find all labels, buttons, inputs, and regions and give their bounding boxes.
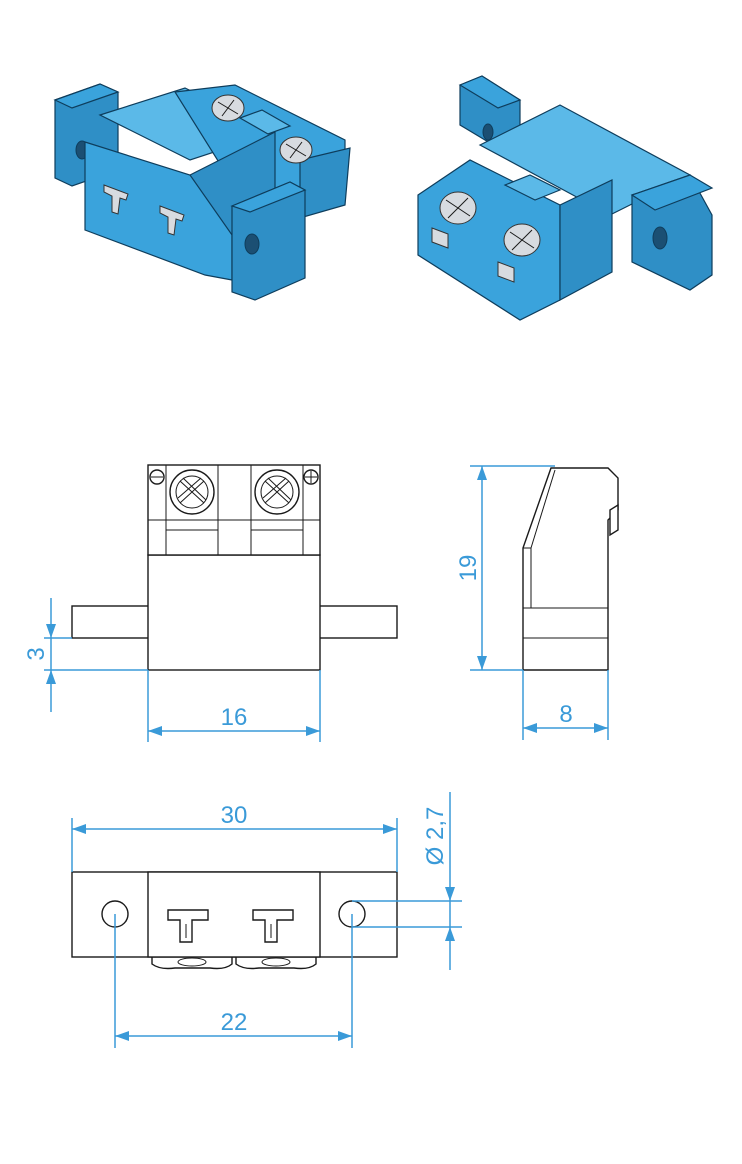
top-view xyxy=(71,871,398,970)
screw-icon xyxy=(169,469,215,515)
dim-label-height: 19 xyxy=(455,555,482,582)
socket-pin-icon xyxy=(103,184,129,215)
side-view xyxy=(522,467,619,671)
screw-icon xyxy=(254,469,300,515)
dim-body-width xyxy=(147,670,321,742)
socket-pin-icon xyxy=(252,909,294,943)
dim-label-depth: 8 xyxy=(559,701,572,728)
socket-pin-icon xyxy=(167,909,209,943)
dim-label-hole-spacing: 22 xyxy=(221,1009,248,1036)
dim-height xyxy=(470,465,555,671)
screw-icon xyxy=(439,191,477,225)
dim-hole-diameter xyxy=(352,792,462,970)
iso-view-rear xyxy=(417,75,714,321)
front-view xyxy=(71,464,398,671)
dim-label-flange-thickness: 3 xyxy=(23,647,50,660)
dim-flange-thickness xyxy=(44,598,148,712)
dim-label-body-width: 16 xyxy=(221,704,248,731)
dim-depth xyxy=(522,670,609,740)
dim-overall-length xyxy=(71,818,398,872)
screw-icon xyxy=(503,223,541,257)
socket-pin-icon xyxy=(159,205,185,236)
iso-view-front xyxy=(53,83,351,301)
dim-label-overall-length: 30 xyxy=(221,802,248,829)
dim-hole-spacing xyxy=(114,914,353,1048)
dim-label-hole-diameter: Ø 2,7 xyxy=(422,807,449,866)
